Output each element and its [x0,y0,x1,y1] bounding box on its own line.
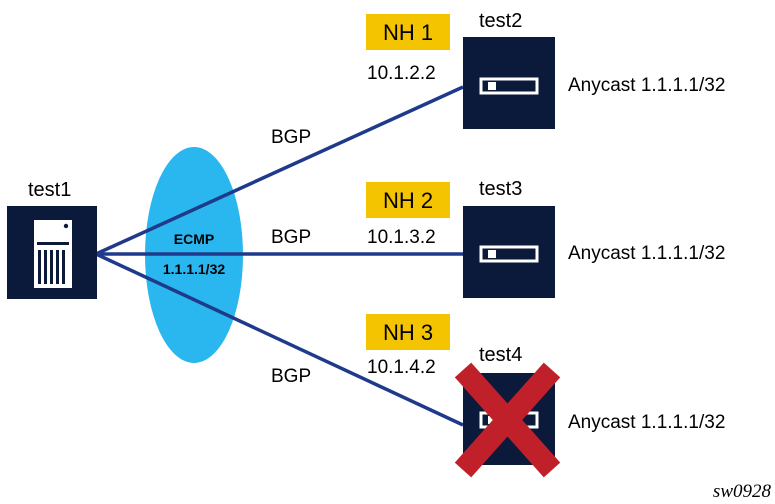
ecmp-label: ECMP [174,231,214,247]
nh-badge [366,182,450,218]
router-name-test3: test3 [479,178,522,200]
anycast-label-test4: Anycast 1.1.1.1/32 [568,412,725,433]
ecmp-prefix: 1.1.1.1/32 [163,261,225,277]
router-name-test1: test1 [28,179,71,201]
link-test1-test4 [95,252,464,427]
anycast-label-test3: Anycast 1.1.1.1/32 [568,243,725,264]
router-name-test2: test2 [479,10,522,32]
nh-label-1: NH 1 [383,20,433,45]
nh-label-2: NH 2 [383,188,433,213]
anycast-label-test2: Anycast 1.1.1.1/32 [568,75,725,96]
router-chassis-icon[interactable] [7,206,97,299]
nh-badge [366,14,450,50]
figure-id: sw0928 [713,481,772,502]
protocol-label-3: BGP [271,366,311,387]
nh-label-3: NH 3 [383,320,433,345]
nh-badge [366,314,450,350]
protocol-label-2: BGP [271,227,311,248]
bgp-links [95,85,464,427]
server-icon[interactable] [463,206,555,298]
nh-ip-1: 10.1.2.2 [367,63,436,84]
server-icon[interactable] [463,37,555,129]
nh-ip-2: 10.1.3.2 [367,227,436,248]
router-name-test4: test4 [479,344,522,366]
nh-ip-3: 10.1.4.2 [367,357,436,378]
protocol-label-1: BGP [271,127,311,148]
failure-x-icon [454,362,561,478]
link-test1-test2 [95,85,464,256]
